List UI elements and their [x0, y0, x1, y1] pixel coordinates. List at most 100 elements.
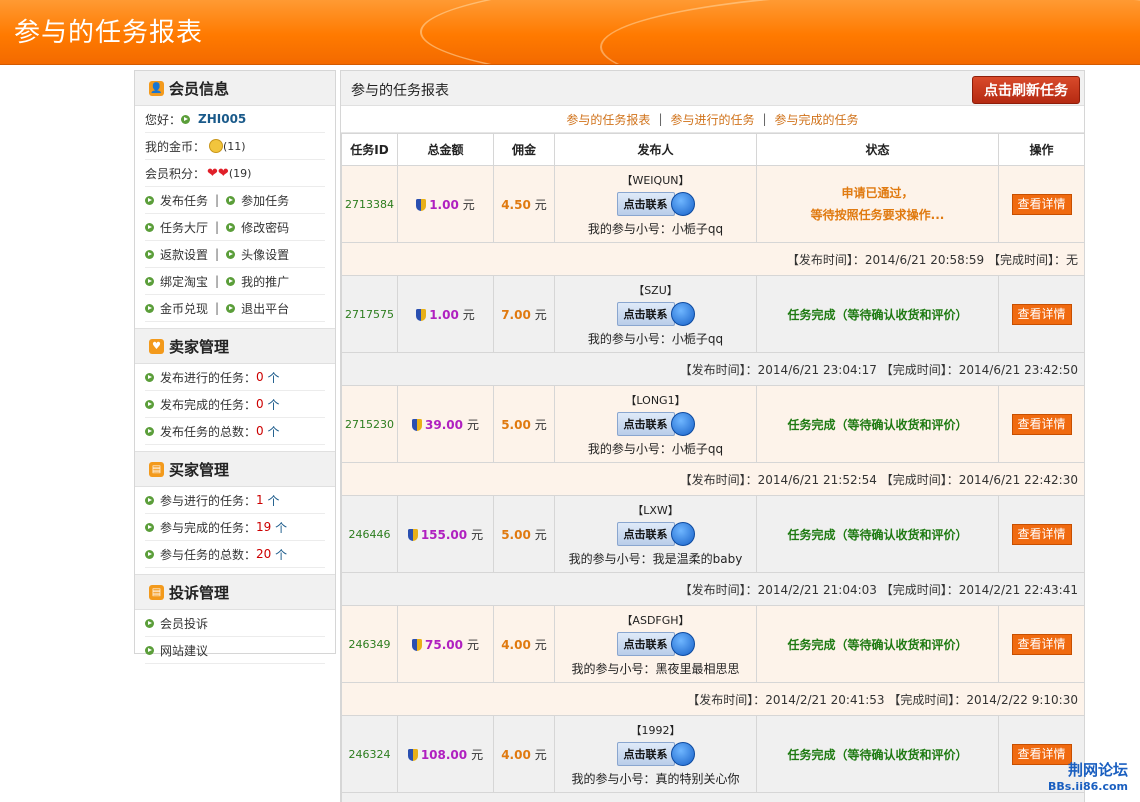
arrow-icon — [145, 223, 154, 232]
contact-button[interactable]: 点击联系 — [617, 742, 695, 766]
subnav-all-tasks[interactable]: 参与的任务报表 — [566, 111, 650, 128]
complaint-item[interactable]: 网站建议 — [145, 637, 325, 664]
time-cell: 【发布时间】：2014/2/21 21:04:03 【完成时间】：2014/2/… — [342, 573, 1085, 606]
arrow-icon — [226, 277, 235, 286]
col-task-id: 任务ID — [342, 134, 398, 166]
publisher-cell: 【ASDFGH】点击联系我的参与小号：黑夜里最相思思 — [555, 606, 757, 683]
link-refund-settings[interactable]: 返款设置 — [160, 246, 208, 263]
page-title: 参与的任务报表 — [14, 12, 203, 49]
arrow-icon — [226, 223, 235, 232]
time-cell: 【发布时间】：2014/6/21 21:52:54 【完成时间】：2014/6/… — [342, 463, 1085, 496]
commission: 5.00 — [501, 418, 531, 432]
member-info-header: 👤 会员信息 — [135, 71, 335, 106]
member-links-row: 返款设置 | 头像设置 — [145, 241, 325, 268]
link-cash-out[interactable]: 金币兑现 — [160, 300, 208, 317]
publisher-name: 【LXW】 — [556, 502, 755, 518]
smiley-icon — [671, 522, 695, 546]
arrow-icon — [145, 277, 154, 286]
coin-icon — [209, 139, 223, 153]
time-cell: 【发布时间】：2014/6/21 20:58:59 【完成时间】：无 — [342, 243, 1085, 276]
complete-time: 2014/6/21 23:42:50 — [959, 363, 1078, 377]
status-text: 任务完成（等待确认收货和评价） — [787, 528, 967, 542]
subnav-completed-tasks[interactable]: 参与完成的任务 — [775, 111, 859, 128]
contact-button[interactable]: 点击联系 — [617, 302, 695, 326]
link-avatar-settings[interactable]: 头像设置 — [241, 246, 289, 263]
publisher-name: 【ASDFGH】 — [556, 612, 755, 628]
total-amount: 108.00 — [421, 748, 467, 762]
time-row: 【发布时间】：2014/6/21 23:04:17 【完成时间】：2014/6/… — [342, 353, 1085, 386]
sub-account: 我的参与小号：小栀子qq — [556, 330, 755, 347]
page-header: 参与的任务报表 — [0, 0, 1140, 65]
publisher-name: 【SZU】 — [556, 282, 755, 298]
contact-button[interactable]: 点击联系 — [617, 522, 695, 546]
contact-button[interactable]: 点击联系 — [617, 192, 695, 216]
view-details-button[interactable]: 查看详情 — [1012, 304, 1072, 325]
gold-row: 我的金币： (11) — [145, 133, 325, 160]
sub-account: 我的参与小号：黑夜里最相思思 — [556, 660, 755, 677]
publisher-name: 【LONG1】 — [556, 392, 755, 408]
shield-icon — [412, 419, 422, 431]
link-logout[interactable]: 退出平台 — [241, 300, 289, 317]
arrow-icon — [145, 250, 154, 259]
task-id: 2717575 — [345, 308, 394, 321]
seller-item[interactable]: 发布任务的总数： 0 个 — [145, 418, 325, 445]
view-details-button[interactable]: 查看详情 — [1012, 194, 1072, 215]
link-publish-task[interactable]: 发布任务 — [160, 192, 208, 209]
table-header-row: 任务ID 总金额 佣金 发布人 状态 操作 — [342, 134, 1085, 166]
buyer-item[interactable]: 参与进行的任务： 1 个 — [145, 487, 325, 514]
contact-button[interactable]: 点击联系 — [617, 412, 695, 436]
publish-time: 2014/6/21 23:04:17 — [758, 363, 877, 377]
user-icon: 👤 — [149, 81, 164, 96]
view-details-button[interactable]: 查看详情 — [1012, 414, 1072, 435]
link-bind-taobao[interactable]: 绑定淘宝 — [160, 273, 208, 290]
link-my-promotion[interactable]: 我的推广 — [241, 273, 289, 290]
task-id-cell: 246349 — [342, 606, 398, 683]
time-row: 【发布时间】：2014/2/21 21:04:03 【完成时间】：2014/2/… — [342, 573, 1085, 606]
arrow-icon — [145, 619, 154, 628]
greeting-row: 您好： ZHI005 — [145, 106, 325, 133]
contact-button[interactable]: 点击联系 — [617, 632, 695, 656]
member-links-row: 金币兑现 | 退出平台 — [145, 295, 325, 322]
publish-time: 2014/2/21 21:04:03 — [758, 583, 877, 597]
subnav-ongoing-tasks[interactable]: 参与进行的任务 — [670, 111, 754, 128]
col-action: 操作 — [999, 134, 1085, 166]
view-details-button[interactable]: 查看详情 — [1012, 524, 1072, 545]
total-amount: 39.00 — [425, 418, 463, 432]
view-details-button[interactable]: 查看详情 — [1012, 634, 1072, 655]
link-task-hall[interactable]: 任务大厅 — [160, 219, 208, 236]
link-change-password[interactable]: 修改密码 — [241, 219, 289, 236]
link-join-task[interactable]: 参加任务 — [241, 192, 289, 209]
complaint-item[interactable]: 会员投诉 — [145, 610, 325, 637]
status-text: 任务完成（等待确认收货和评价） — [787, 638, 967, 652]
publisher-cell: 【SZU】点击联系我的参与小号：小栀子qq — [555, 276, 757, 353]
sub-account: 我的参与小号：小栀子qq — [556, 220, 755, 237]
username[interactable]: ZHI005 — [198, 112, 246, 126]
status-cell: 任务完成（等待确认收货和评价） — [757, 716, 999, 793]
action-cell: 查看详情 — [999, 386, 1085, 463]
smiley-icon — [671, 412, 695, 436]
main-header: 参与的任务报表 点击刷新任务 — [341, 71, 1084, 106]
publisher-cell: 【WEIQUN】点击联系我的参与小号：小栀子qq — [555, 166, 757, 243]
seller-item[interactable]: 发布完成的任务： 0 个 — [145, 391, 325, 418]
main-title: 参与的任务报表 — [351, 80, 449, 100]
time-row: 【发布时间】：2014/6/21 21:52:54 【完成时间】：2014/6/… — [342, 463, 1085, 496]
complaint-header: ▤ 投诉管理 — [135, 574, 335, 610]
buyer-item[interactable]: 参与任务的总数： 20 个 — [145, 541, 325, 568]
arrow-icon — [226, 250, 235, 259]
arrow-icon — [145, 427, 154, 436]
seller-item[interactable]: 发布进行的任务： 0 个 — [145, 364, 325, 391]
commission: 4.00 — [501, 748, 531, 762]
refresh-tasks-button[interactable]: 点击刷新任务 — [972, 76, 1080, 104]
total-amount: 155.00 — [421, 528, 467, 542]
buyer-item[interactable]: 参与完成的任务： 19 个 — [145, 514, 325, 541]
